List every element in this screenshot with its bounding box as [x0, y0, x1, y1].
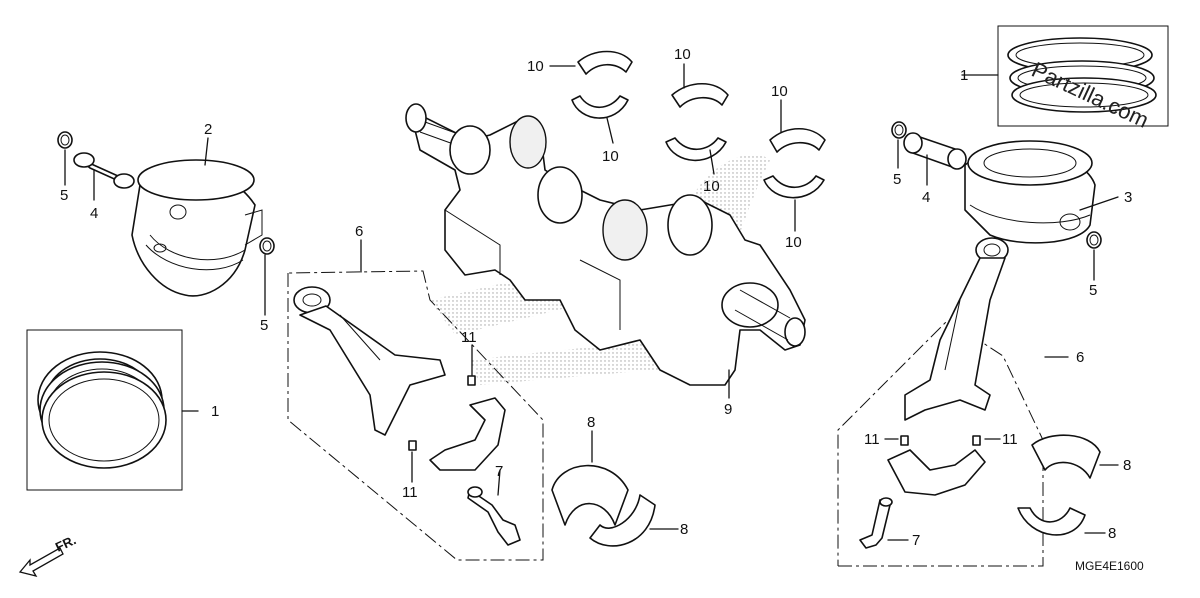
right-piston-ring-box — [997, 25, 1169, 127]
piston-right — [964, 140, 1096, 244]
callout-rod-bearing-mid-b: 8 — [680, 521, 688, 538]
main-bearing-2-lower — [665, 137, 727, 162]
callout-clip-left-bottom: 5 — [260, 317, 268, 334]
callout-main-bearing-1a: 10 — [527, 58, 544, 75]
left-piston-ring-box — [26, 329, 183, 491]
callout-main-bearing-3b: 10 — [785, 234, 802, 251]
piston-pin-clip-left-top — [57, 131, 73, 149]
callout-ring-set-right: 1 — [960, 67, 968, 84]
leader-lines — [64, 63, 1119, 541]
callout-dowel-right-b: 11 — [1002, 431, 1018, 448]
callout-piston-right: 3 — [1124, 189, 1132, 206]
rod-cap-left — [429, 397, 506, 471]
piston-pin-left — [73, 152, 135, 189]
dowel-left-top — [467, 375, 476, 386]
rod-bearing-right-lower — [1017, 507, 1086, 536]
rod-cap-right — [887, 449, 986, 496]
callout-rod-bearing-right-a: 8 — [1123, 457, 1131, 474]
piston-ring-set-right — [1007, 37, 1157, 113]
callout-rod-bearing-right-b: 8 — [1108, 525, 1116, 542]
callout-dowel-left-bottom: 11 — [402, 484, 418, 501]
diagram-code: MGE4E1600 — [1075, 559, 1144, 573]
callout-clip-right-bottom: 5 — [1089, 282, 1097, 299]
piston-pin-right — [903, 132, 967, 170]
callout-main-bearing-2b: 10 — [703, 178, 720, 195]
callout-pin-right: 4 — [922, 189, 930, 206]
callout-dowel-right-a: 11 — [864, 431, 880, 448]
dowel-right-a — [900, 435, 909, 446]
callout-rod-right: 6 — [1076, 349, 1084, 366]
connecting-rod-right — [904, 237, 1009, 421]
callout-dowel-left-top: 11 — [461, 329, 477, 346]
main-bearing-1-lower — [571, 95, 629, 119]
callout-main-bearing-1b: 10 — [602, 148, 619, 165]
callout-bolt-right: 7 — [912, 532, 920, 549]
callout-clip-right-top: 5 — [893, 171, 901, 188]
callout-rod-left: 6 — [355, 223, 363, 240]
connecting-rod-left — [293, 286, 446, 436]
callout-crankshaft: 9 — [724, 401, 732, 418]
piston-pin-clip-right-bottom — [1086, 231, 1102, 249]
main-bearing-3-lower — [763, 175, 825, 199]
callout-pin-left: 4 — [90, 205, 98, 222]
callout-rod-bearing-mid-a: 8 — [587, 414, 595, 431]
front-direction-label: FR. — [53, 532, 78, 554]
dowel-right-b — [972, 435, 981, 446]
rod-bearing-mid-upper — [551, 464, 629, 526]
dowel-left-bottom — [408, 440, 417, 451]
rod-bearing-right-upper — [1031, 434, 1101, 479]
rod-bolt-right — [859, 497, 893, 549]
piston-ring-set-left — [37, 351, 167, 469]
callout-ring-set-left: 1 — [211, 403, 219, 420]
front-direction-arrow — [18, 547, 64, 578]
piston-left — [131, 159, 263, 297]
piston-pin-clip-right-top — [891, 121, 907, 139]
left-rod-assembly-box — [287, 270, 544, 561]
rod-bolt-left — [467, 486, 521, 546]
callout-main-bearing-3a: 10 — [771, 83, 788, 100]
callout-piston-left: 2 — [204, 121, 212, 138]
right-rod-assembly-box — [837, 319, 1044, 567]
callout-bolt-left: 7 — [495, 463, 503, 480]
callout-main-bearing-2a: 10 — [674, 46, 691, 63]
main-bearing-1-upper — [577, 50, 633, 75]
crankshaft — [405, 103, 806, 386]
piston-pin-clip-left-bottom — [259, 237, 275, 255]
rod-bearing-mid-lower — [589, 494, 656, 547]
callout-clip-left-top: 5 — [60, 187, 68, 204]
main-bearing-2-upper — [671, 83, 729, 108]
main-bearing-3-upper — [769, 128, 826, 153]
